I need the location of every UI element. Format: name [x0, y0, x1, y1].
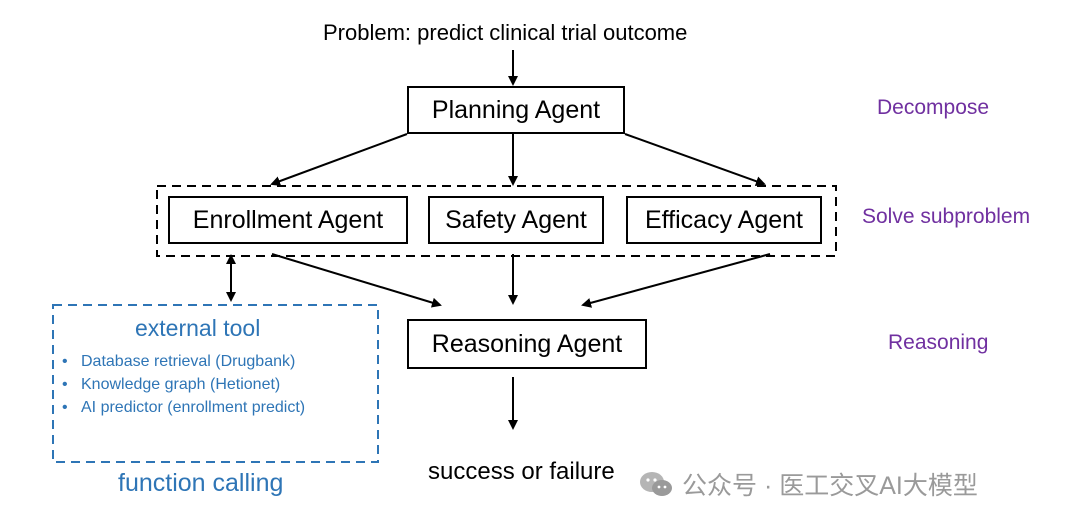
tool-item-label: Database retrieval (Drugbank)	[81, 353, 296, 370]
function-calling-caption: function calling	[118, 469, 284, 497]
efficacy-agent: Efficacy Agent	[626, 196, 822, 244]
list-item: •Database retrieval (Drugbank)	[62, 353, 296, 370]
list-item: •Knowledge graph (Hetionet)	[62, 376, 281, 393]
stage-label-solve: Solve subproblem	[862, 205, 1031, 228]
tool-item-label: Knowledge graph (Hetionet)	[81, 376, 281, 393]
arrow-enrollment-to-reasoning	[271, 253, 442, 308]
safety-agent: Safety Agent	[428, 196, 604, 244]
stage-label-decompose: Decompose	[877, 96, 990, 119]
stage-label-reasoning: Reasoning	[888, 331, 989, 354]
reasoning-agent: Reasoning Agent	[407, 319, 647, 369]
planning-agent: Planning Agent	[407, 86, 625, 134]
wechat-icon	[640, 472, 672, 496]
watermark: 公众号 · 医工交叉AI大模型	[638, 466, 978, 502]
enrollment-agent: Enrollment Agent	[168, 196, 408, 244]
arrow-efficacy-to-reasoning	[581, 253, 771, 308]
external-tool-list: •Database retrieval (Drugbank) •Knowledg…	[54, 350, 376, 419]
problem-statement: Problem: predict clinical trial outcome	[323, 20, 688, 45]
tool-item-label: AI predictor (enrollment predict)	[81, 399, 306, 416]
watermark-text: 公众号 · 医工交叉AI大模型	[682, 472, 978, 500]
arrow-planning-to-enrollment	[270, 133, 408, 186]
external-tool-title: external tool	[135, 315, 261, 341]
arrow-planning-to-efficacy	[624, 133, 766, 186]
external-tool-border	[52, 304, 379, 463]
outcome-label: success or failure	[428, 458, 615, 485]
subproblem-group-border	[156, 185, 837, 257]
list-item: •AI predictor (enrollment predict)	[62, 399, 306, 416]
